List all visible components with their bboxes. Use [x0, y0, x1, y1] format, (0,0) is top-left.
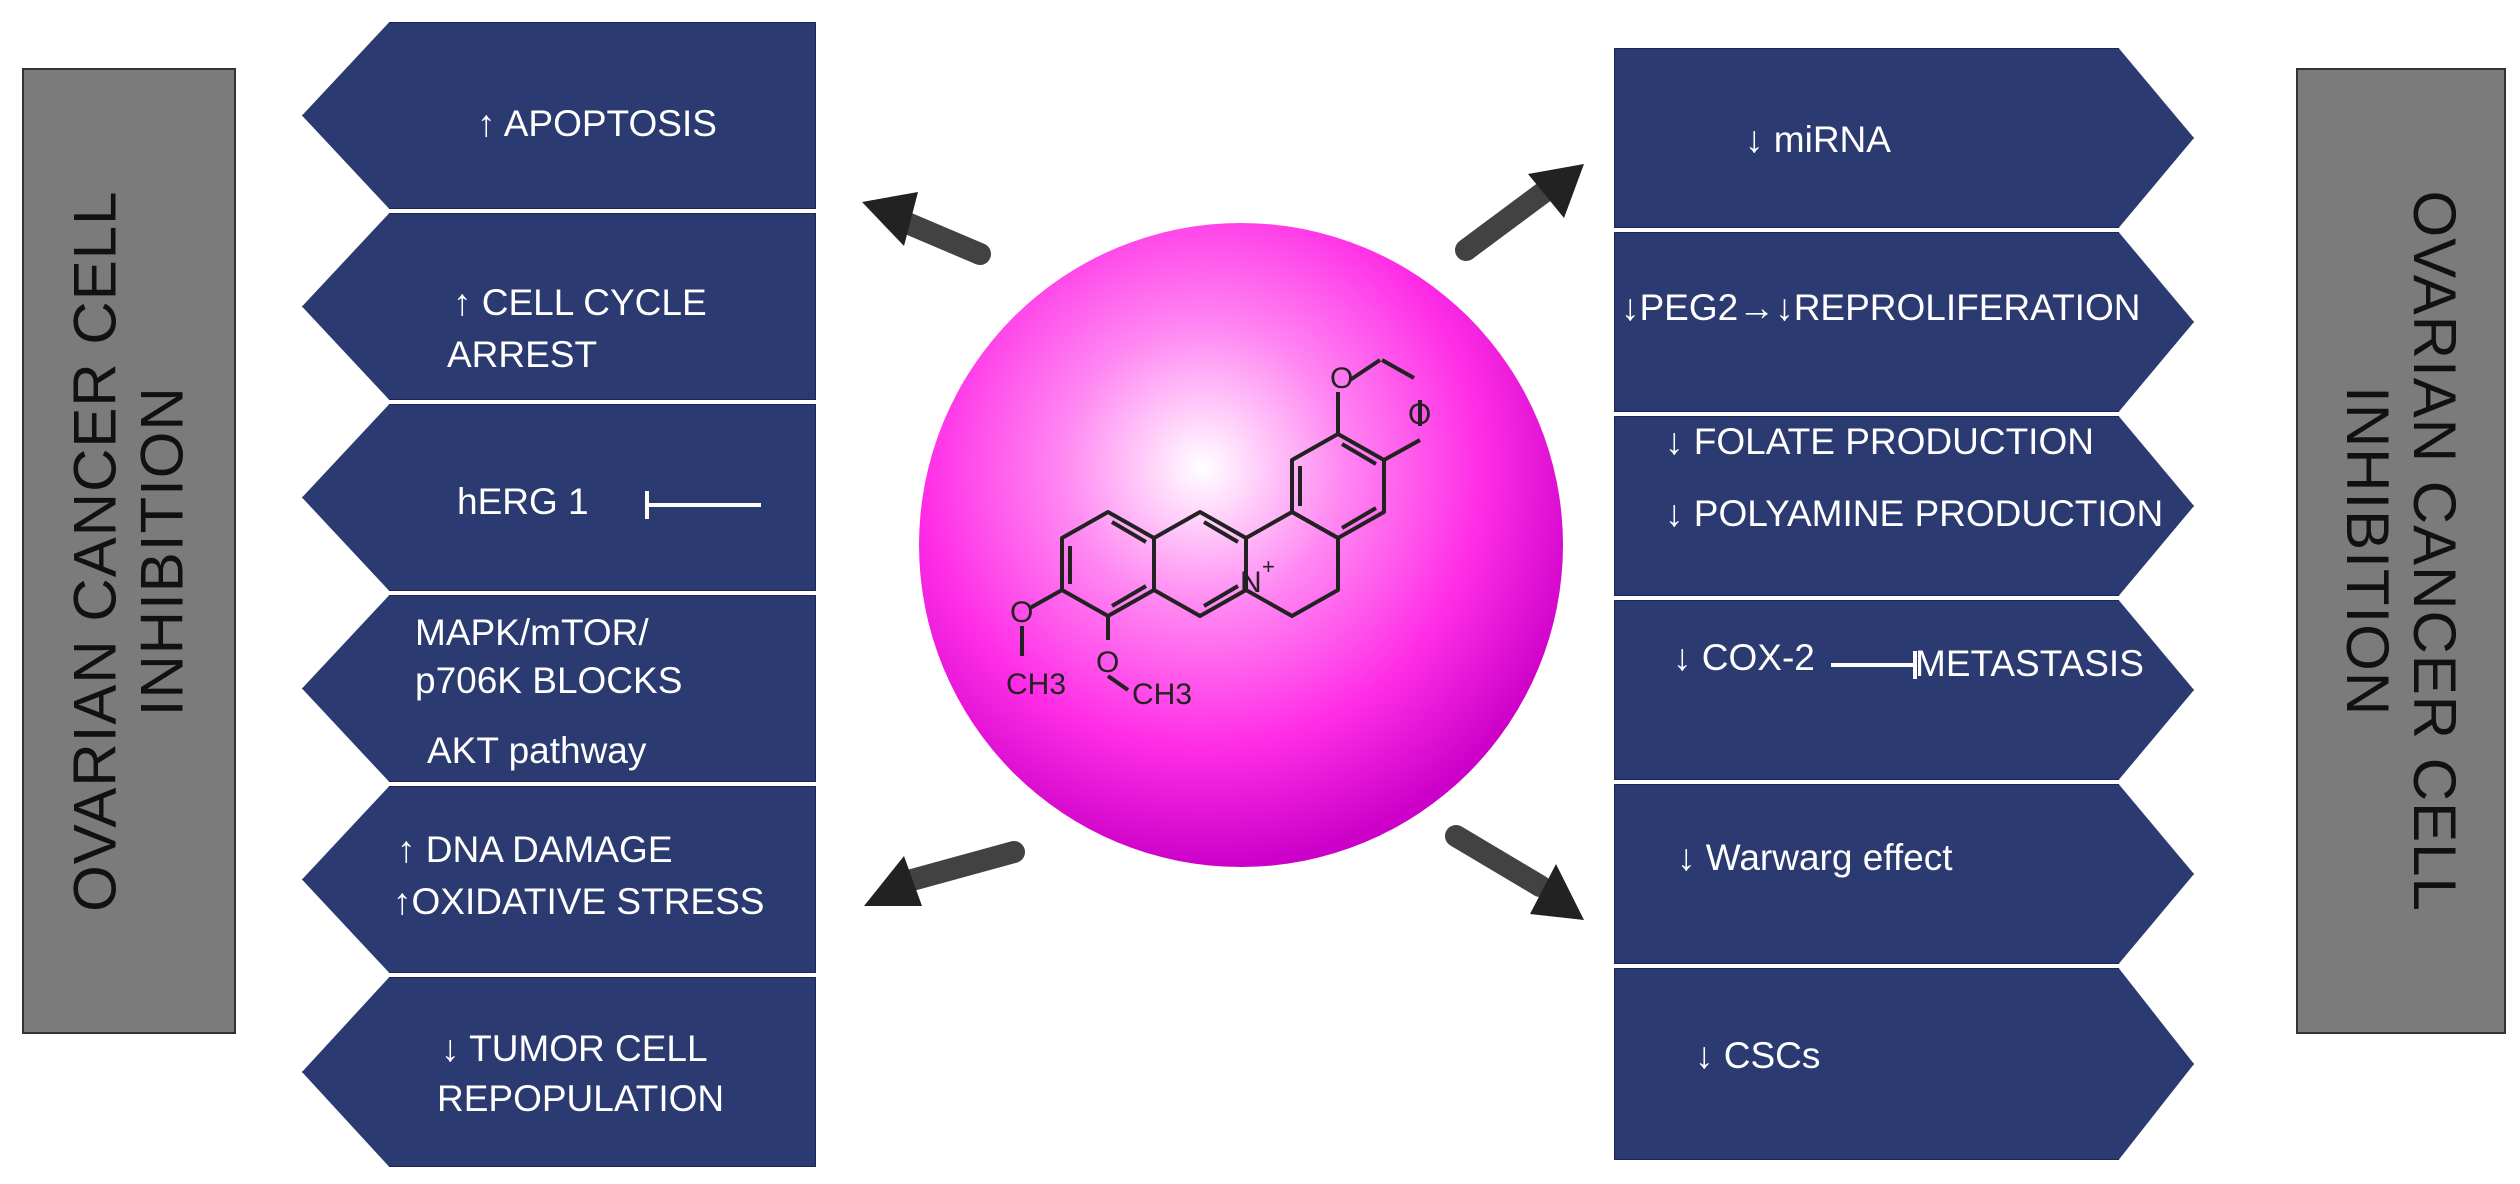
inhibition-symbol-herg — [645, 491, 761, 519]
right-box-peg2: ↓PEG2→↓REPROLIFERATION — [1614, 232, 2194, 412]
methyl-label-2: CH3 — [1132, 678, 1192, 711]
right-box-cox2: ↓ COX-2 METASTASIS — [1614, 600, 2194, 780]
left-box-mapk-line1: MAPK/mTOR/ — [415, 612, 649, 653]
left-box-tumor-line2: REPOPULATION — [437, 1078, 725, 1119]
left-box-mapk: MAPK/mTOR/ p706K BLOCKS AKT pathway — [302, 595, 816, 782]
right-box-peg2-line1: ↓PEG2→↓REPROLIFERATION — [1621, 287, 2141, 328]
left-box-mapk-line3: AKT pathway — [427, 730, 647, 771]
molecule-sphere — [919, 223, 1563, 867]
left-box-dna-damage: ↑ DNA DAMAGE ↑OXIDATIVE STRESS — [302, 786, 816, 973]
right-box-mirna-line1: ↓ miRNA — [1745, 119, 1891, 160]
left-box-cell-cycle-line1: ↑ CELL CYCLE — [453, 282, 707, 323]
charge-label: + — [1262, 554, 1275, 579]
oxygen-label-1: O — [1330, 362, 1353, 395]
left-box-dna-damage-line1: ↑ DNA DAMAGE — [397, 829, 673, 870]
left-box-herg1-line1: hERG 1 — [457, 481, 589, 522]
arrow-top-left — [862, 192, 991, 265]
nitrogen-label: N — [1240, 566, 1262, 599]
left-box-herg1: hERG 1 — [302, 404, 816, 591]
side-label-left: OVARIAN CANCER CELL INHIBITION — [22, 68, 236, 1034]
left-box-dna-damage-line2: ↑OXIDATIVE STRESS — [393, 881, 765, 922]
arrow-top-right — [1455, 164, 1584, 261]
inhibition-symbol-cox2 — [1831, 651, 1917, 679]
left-box-cell-cycle: ↑ CELL CYCLE ARREST — [302, 213, 816, 400]
right-box-cscs: ↓ CSCs — [1614, 968, 2194, 1160]
oxygen-label-4: O — [1096, 646, 1119, 679]
left-box-mapk-line2: p706K BLOCKS — [415, 660, 683, 701]
right-box-warburg-line1: ↓ Warwarg effect — [1677, 837, 1953, 878]
right-box-cox2-line2: METASTASIS — [1915, 643, 2144, 684]
right-box-cscs-line1: ↓ CSCs — [1695, 1035, 1821, 1076]
right-box-mirna: ↓ miRNA — [1614, 48, 2194, 228]
arrow-bottom-right — [1445, 825, 1584, 920]
oxygen-label-2: O — [1408, 398, 1431, 431]
right-box-folate: ↓ FOLATE PRODUCTION ↓ POLYAMINE PRODUCTI… — [1614, 416, 2194, 596]
right-box-folate-line2: ↓ POLYAMINE PRODUCTION — [1665, 493, 2164, 534]
right-box-folate-line1: ↓ FOLATE PRODUCTION — [1665, 421, 2094, 462]
left-box-tumor-line1: ↓ TUMOR CELL — [441, 1028, 708, 1069]
methyl-label-1: CH3 — [1006, 668, 1066, 701]
berberine-structure — [1020, 358, 1422, 692]
oxygen-label-3: O — [1010, 596, 1033, 629]
left-box-tumor-repopulation: ↓ TUMOR CELL REPOPULATION — [302, 977, 816, 1167]
left-box-apoptosis: ↑ APOPTOSIS — [302, 22, 816, 209]
arrow-bottom-left — [864, 841, 1025, 906]
right-box-warburg: ↓ Warwarg effect — [1614, 784, 2194, 964]
left-box-cell-cycle-line2: ARREST — [447, 334, 598, 375]
side-label-right: OVARIAN CANCER CELL INHIBITION — [2296, 68, 2506, 1034]
right-box-cox2-line1: ↓ COX-2 — [1673, 637, 1815, 678]
left-box-apoptosis-line1: ↑ APOPTOSIS — [477, 103, 717, 144]
